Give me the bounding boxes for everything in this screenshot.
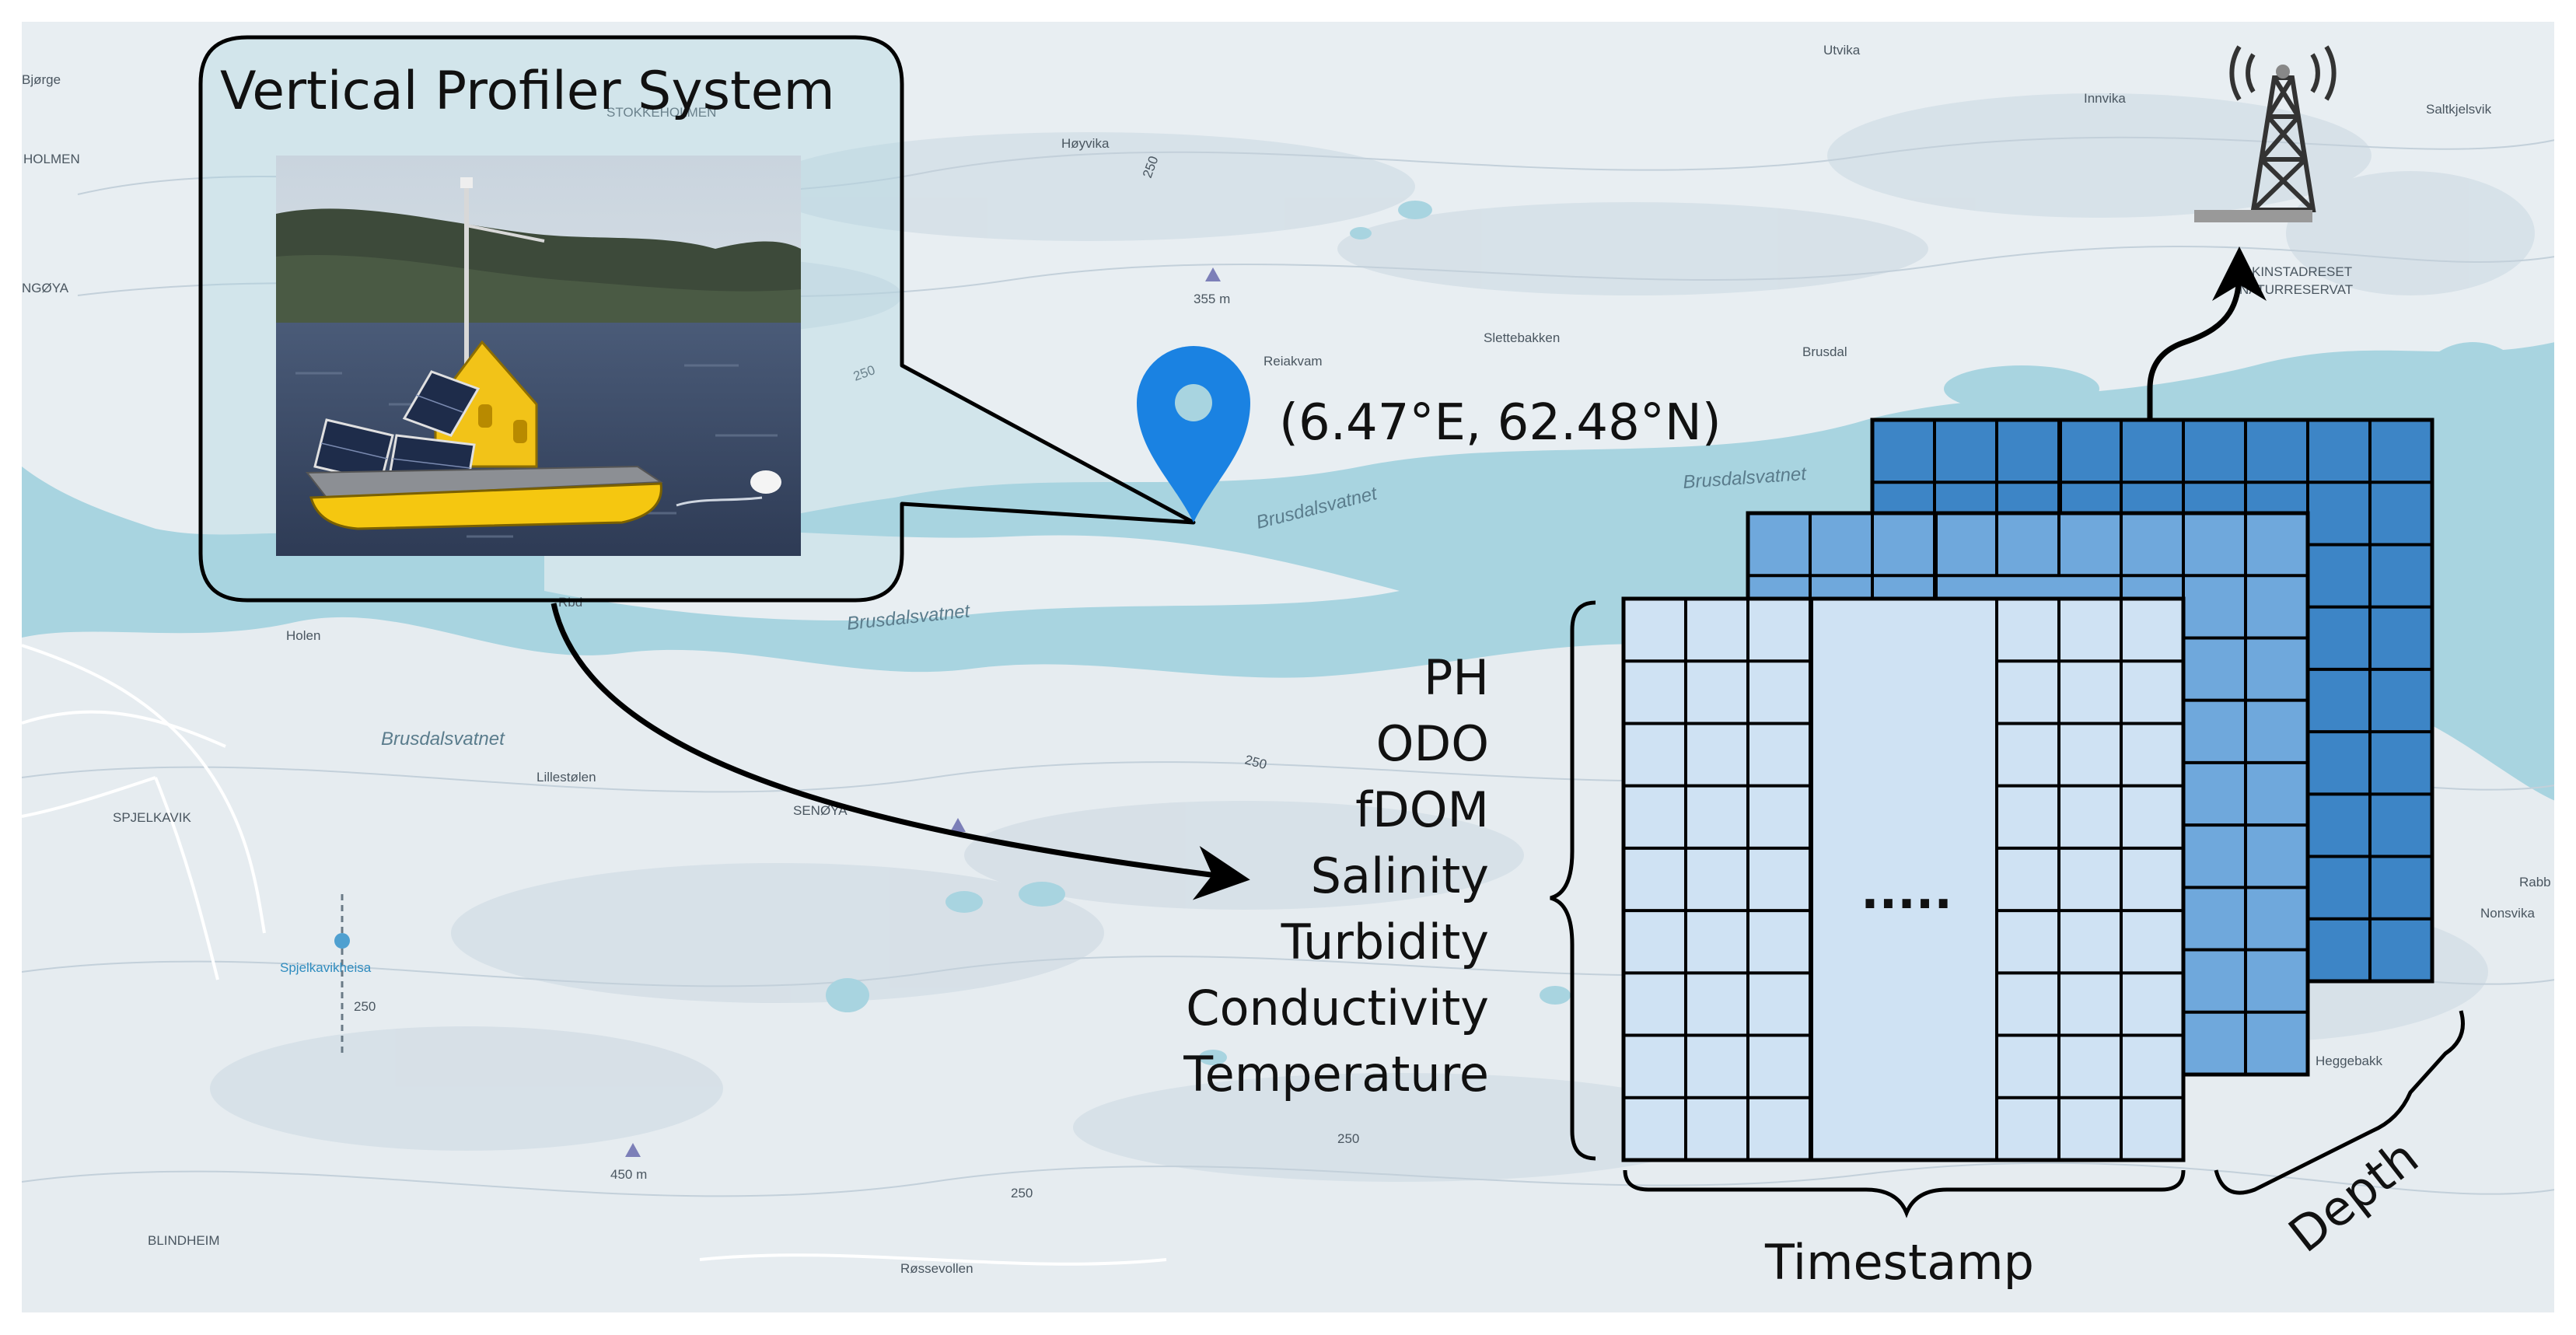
coordinates-label: (6.47°E, 62.48°N) [1279, 394, 1721, 452]
callout: Vertical Profiler System [198, 35, 1196, 603]
map-label: KINSTADRESET [2252, 264, 2352, 279]
map-labels: Bjørge HOLMEN STOKKEHOLMEN Høyvika 355 m… [22, 43, 2551, 1276]
map-label: Heggebakk [2316, 1054, 2383, 1068]
map-label: Bjørge [22, 72, 61, 87]
map-label: 250 [1011, 1186, 1033, 1200]
map-label: Slettebakken [1484, 330, 1560, 345]
map-label: NGØYA [22, 281, 69, 295]
map-label: Brusdal [1802, 344, 1847, 359]
map-label: 355 m [1194, 292, 1230, 306]
map-label: SENØYA [793, 803, 848, 818]
variable-label: PH [1424, 649, 1489, 706]
upload-arrow [2147, 246, 2267, 420]
variable-label: ODO [1376, 715, 1489, 772]
timestamp-brace [1623, 1169, 2186, 1218]
variable-list: PH ODO fDOM Salinity Turbidity Conductiv… [1183, 649, 1489, 1103]
depth-brace [2214, 1010, 2465, 1195]
buoy-photo [276, 156, 801, 556]
variable-label: Turbidity [1281, 914, 1489, 970]
variable-label: Salinity [1311, 847, 1489, 904]
map-label: Holen [286, 628, 320, 643]
variable-label: fDOM [1355, 781, 1489, 838]
map-label: Røssevollen [900, 1261, 973, 1276]
map-label: Nonsvika [2480, 906, 2535, 921]
map-label: Reiakvam [1264, 354, 1323, 369]
lake-label: Spjelkavikheisa [280, 960, 372, 975]
map-pin-icon [1137, 346, 1250, 522]
map-label: Lillestølen [537, 770, 596, 785]
map-label: Utvika [1823, 43, 1861, 58]
map-label: NATURRESERVAT [2239, 282, 2353, 297]
map-label: Innvika [2084, 91, 2126, 106]
data-cube [1621, 418, 2434, 1162]
variables-brace [1550, 600, 1596, 1161]
timestamp-label: Timestamp [1764, 1234, 2034, 1291]
map-label: 250 [1337, 1131, 1359, 1146]
grid-ellipsis: ..... [1861, 863, 1952, 920]
map-label: HOLMEN [23, 152, 80, 166]
map-label: 250 [354, 999, 376, 1014]
lake-label: Brusdalsvatnet [381, 729, 505, 750]
map-label: SPJELKAVIK [113, 810, 191, 825]
layer-front [1621, 596, 2186, 1162]
radio-tower-icon [2194, 45, 2337, 222]
map-label: STOKKEHOLMEN [606, 105, 716, 120]
data-flow-arrow [551, 603, 1250, 900]
callout-title: Vertical Profiler System [220, 61, 835, 122]
map-label: BLINDHEIM [148, 1233, 220, 1248]
variable-label: Temperature [1183, 1046, 1489, 1103]
map-label: Rabb [2519, 875, 2551, 889]
map-label: Saltkjelsvik [2426, 102, 2492, 117]
map-label: Høyvika [1061, 136, 1110, 151]
map-label: 450 m [610, 1167, 647, 1182]
variable-label: Conductivity [1186, 980, 1489, 1036]
layer-background [1621, 596, 2186, 1162]
